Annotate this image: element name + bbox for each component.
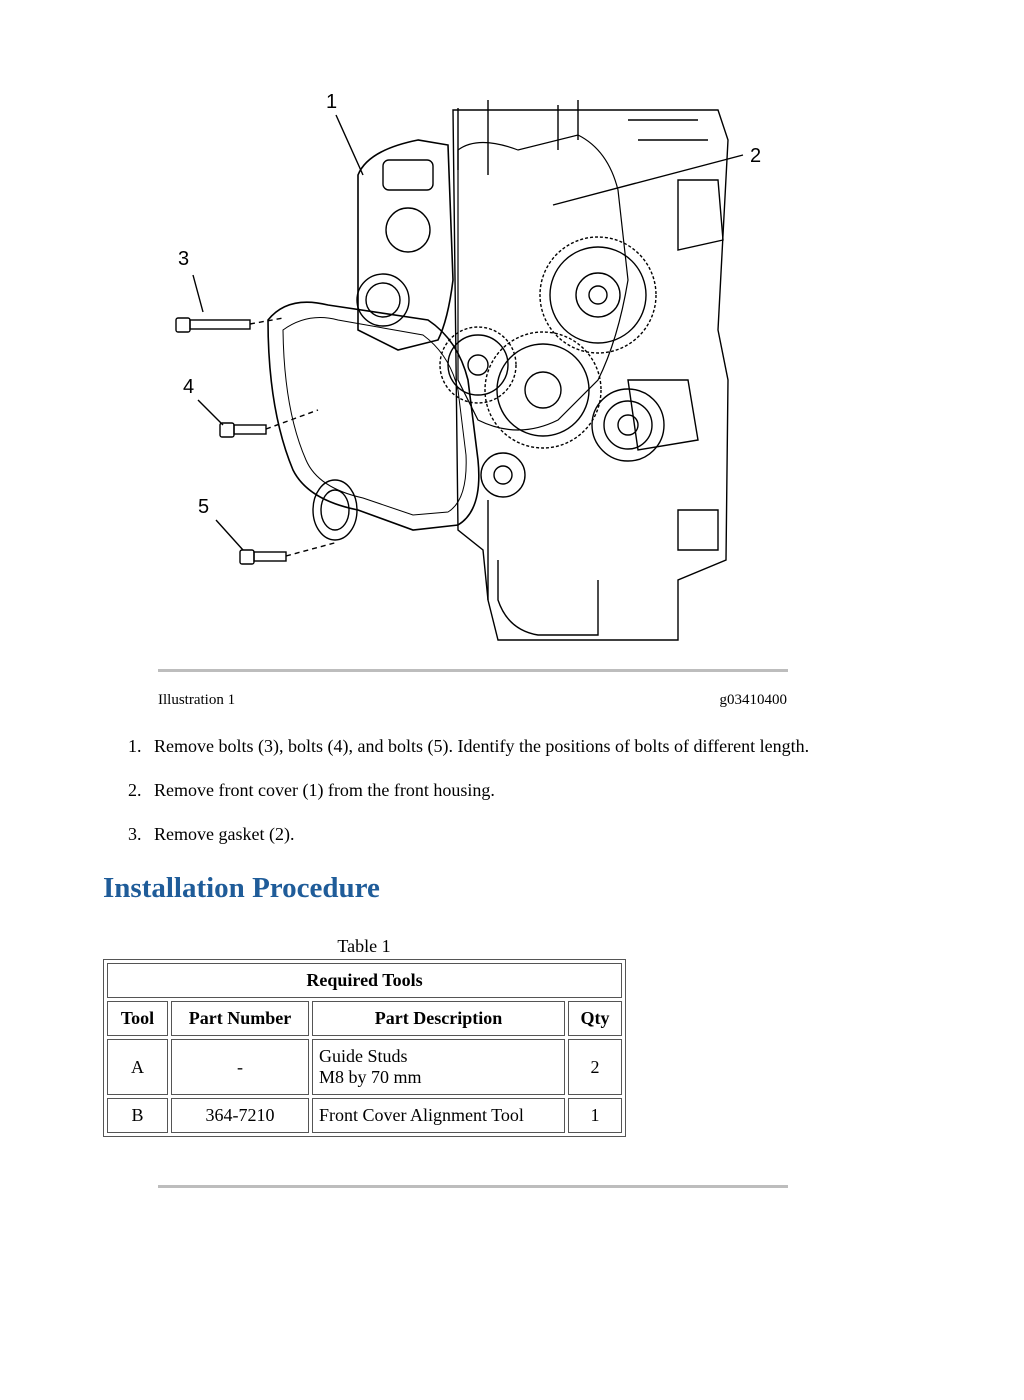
table-title: Required Tools <box>107 963 622 998</box>
col-header-tool: Tool <box>107 1001 168 1036</box>
cell-part-description-line1: Guide Studs <box>319 1046 408 1066</box>
timing-cover <box>267 301 480 531</box>
col-header-part-description: Part Description <box>312 1001 565 1036</box>
cell-part-description: Front Cover Alignment Tool <box>312 1098 565 1133</box>
svg-text:2: 2 <box>750 145 761 167</box>
bottom-rule <box>158 1185 788 1188</box>
bolt-4 <box>219 409 319 438</box>
section-title: Installation Procedure <box>103 872 380 904</box>
cell-tool: B <box>107 1098 168 1133</box>
removal-steps-list: 1.Remove bolts (3), bolts (4), and bolts… <box>128 736 809 868</box>
cell-part-description-line2: M8 by 70 mm <box>319 1067 422 1087</box>
svg-text:3: 3 <box>178 248 189 270</box>
table-row: B 364-7210 Front Cover Alignment Tool 1 <box>107 1098 622 1133</box>
cell-qty: 2 <box>568 1039 622 1095</box>
gasket <box>457 134 629 431</box>
table-header-row: Tool Part Number Part Description Qty <box>107 1001 622 1036</box>
required-tools-table: Required Tools Tool Part Number Part Des… <box>103 959 626 1137</box>
col-header-qty: Qty <box>568 1001 622 1036</box>
cell-part-number: 364-7210 <box>171 1098 309 1133</box>
illustration-caption: Illustration 1 <box>158 692 236 708</box>
svg-text:5: 5 <box>198 496 209 518</box>
bolt-5 <box>239 541 339 565</box>
col-header-part-number: Part Number <box>171 1001 309 1036</box>
cell-qty: 1 <box>568 1098 622 1133</box>
list-item: 2.Remove front cover (1) from the front … <box>128 780 495 800</box>
cell-tool: A <box>107 1039 168 1095</box>
front-cover <box>357 139 454 351</box>
svg-text:1: 1 <box>326 91 337 113</box>
caption-rule-top <box>158 669 788 672</box>
cell-part-description: Guide Studs M8 by 70 mm <box>312 1039 565 1095</box>
gear-left <box>439 326 517 404</box>
engine-front-cover-illustration: 1 2 3 4 5 <box>175 91 761 641</box>
table-caption: Table 1 <box>337 936 391 956</box>
list-item: 1.Remove bolts (3), bolts (4), and bolts… <box>128 736 810 756</box>
table-row: A - Guide Studs M8 by 70 mm 2 <box>107 1039 622 1095</box>
cell-part-number: - <box>171 1039 309 1095</box>
bolt-3 <box>175 317 284 333</box>
gear-center <box>484 331 602 449</box>
gear-small <box>480 452 526 498</box>
svg-text:4: 4 <box>183 376 194 398</box>
crank-seal <box>312 479 358 541</box>
gear-lower-right <box>591 388 665 462</box>
list-item: 3.Remove gasket (2). <box>128 824 295 844</box>
gear-upper-right <box>539 236 657 354</box>
engine-block <box>452 109 729 641</box>
illustration-id: g03410400 <box>719 692 788 708</box>
